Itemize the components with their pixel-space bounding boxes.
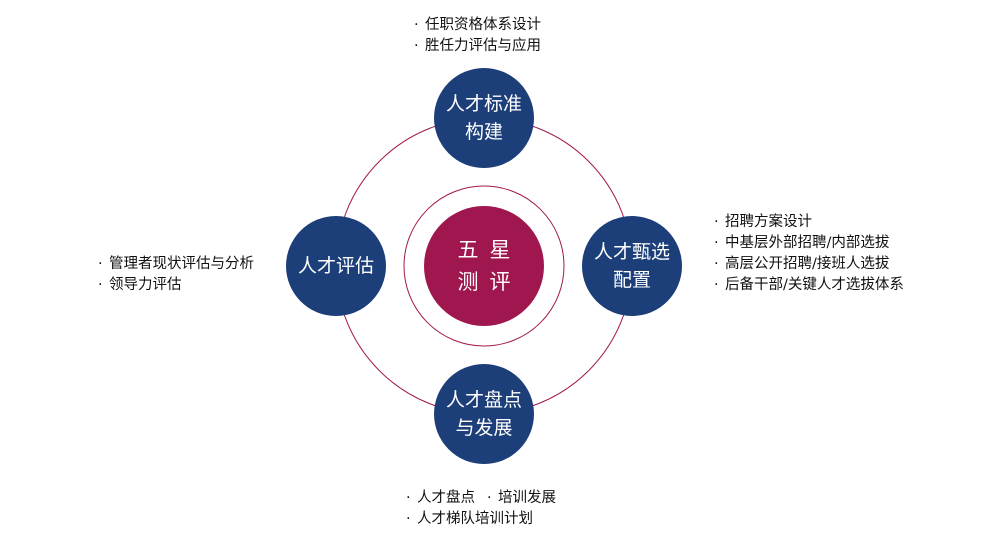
bullet-text: 人才盘点	[417, 490, 475, 506]
bullet-dot: ·	[714, 235, 719, 251]
node-talent-evaluation-line1: 人才评估	[297, 255, 374, 277]
node-talent-selection-line2: 配置	[612, 269, 651, 291]
bullet-text: 人才梯队培训计划	[417, 511, 533, 527]
bullet-dot: ·	[98, 256, 103, 272]
bullet-dot: ·	[98, 277, 103, 293]
node-talent-selection: 人才甄选 配置	[582, 216, 682, 316]
bullet-item: · 胜任力评估与应用	[414, 36, 541, 57]
bullet-item: · 管理者现状评估与分析	[98, 254, 254, 275]
bullets-left: · 管理者现状评估与分析 · 领导力评估	[98, 254, 254, 296]
bullet-text: 招聘方案设计	[725, 214, 812, 230]
bullet-item: · 任职资格体系设计	[414, 15, 541, 36]
bullet-text: 后备干部/关键人才选拔体系	[725, 277, 904, 293]
node-talent-review: 人才盘点 与发展	[434, 364, 534, 464]
bullet-item: · 人才梯队培训计划	[406, 509, 556, 530]
node-talent-review-line1: 人才盘点	[445, 389, 522, 411]
bullet-dot: ·	[714, 214, 719, 230]
node-talent-selection-line1: 人才甄选	[593, 241, 670, 263]
bullet-text: 任职资格体系设计	[425, 17, 541, 33]
bullet-dot: ·	[487, 490, 492, 506]
bullet-text: 胜任力评估与应用	[425, 38, 541, 54]
bullet-item: · 招聘方案设计	[714, 212, 904, 233]
bullet-dot: ·	[714, 277, 719, 293]
inner-ring	[403, 185, 565, 347]
bullet-item: · 中基层外部招聘/内部选拔	[714, 233, 904, 254]
bullet-dot: ·	[406, 511, 411, 527]
bullet-text: 领导力评估	[109, 277, 182, 293]
bullet-dot: ·	[406, 490, 411, 506]
node-talent-review-line2: 与发展	[455, 417, 513, 439]
bullet-text: 高层公开招聘/接班人选拔	[725, 256, 890, 272]
node-talent-standard: 人才标准 构建	[434, 68, 534, 168]
bullet-text: 培训发展	[498, 490, 556, 506]
center-node-line2: 测评	[457, 270, 522, 294]
node-talent-standard-line1: 人才标准	[445, 93, 522, 115]
bullet-dot: ·	[414, 38, 419, 54]
node-talent-standard-line2: 构建	[464, 121, 503, 143]
center-node-line1: 五星	[457, 238, 522, 262]
bullets-top: · 任职资格体系设计 · 胜任力评估与应用	[414, 15, 541, 57]
bullet-dot: ·	[414, 17, 419, 33]
bullet-text: 管理者现状评估与分析	[109, 256, 254, 272]
bullets-right: · 招聘方案设计 · 中基层外部招聘/内部选拔 · 高层公开招聘/接班人选拔 · 后备干…	[714, 212, 904, 296]
bullet-dot: ·	[714, 256, 719, 272]
center-node-five-star-assessment: 五星 测评	[424, 206, 544, 326]
bullet-item: · 领导力评估	[98, 275, 254, 296]
bullets-bottom: · 人才盘点 · 培训发展 · 人才梯队培训计划	[406, 488, 556, 530]
bullet-text: 中基层外部招聘/内部选拔	[725, 235, 890, 251]
bullet-item: · 高层公开招聘/接班人选拔	[714, 254, 904, 275]
bullet-item: · 人才盘点 · 培训发展	[406, 488, 556, 509]
bullet-item: · 后备干部/关键人才选拔体系	[714, 275, 904, 296]
node-talent-evaluation: 人才评估	[286, 216, 386, 316]
